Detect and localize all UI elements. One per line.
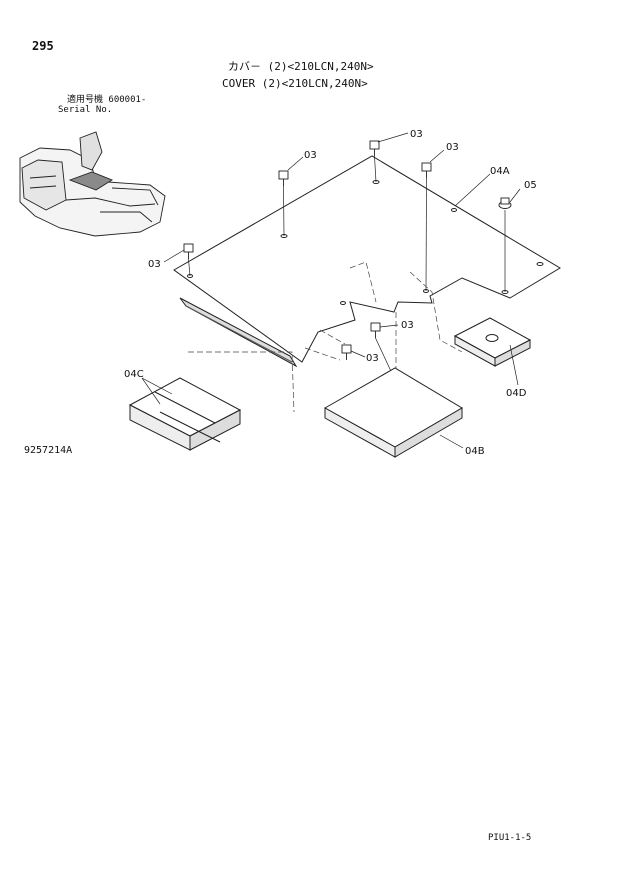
bolt-03-upper-right — [421, 162, 432, 178]
callout-03-mid: 03 — [401, 320, 414, 331]
footer-code: PIU1-1-5 — [488, 833, 532, 843]
callout-04C: 04C — [124, 369, 144, 380]
bolt-03-low — [341, 344, 352, 360]
leader-lines — [141, 132, 521, 449]
callout-04D: 04D — [506, 388, 527, 399]
callout-04A: 04A — [490, 166, 510, 177]
callout-03-left: 03 — [148, 259, 161, 270]
callout-03-upper-left: 03 — [304, 150, 317, 161]
title-english: COVER (2)<210LCN,240N> — [222, 77, 368, 90]
bolt-03-upper-left — [278, 170, 289, 186]
phantom-lines — [188, 261, 463, 413]
callout-05: 05 — [524, 180, 537, 191]
bolt-03-mid — [370, 322, 381, 338]
page-number: 295 — [32, 39, 54, 53]
floor-plate — [173, 155, 561, 368]
callout-03-top: 03 — [410, 129, 423, 140]
callout-03-low: 03 — [366, 353, 379, 364]
serial-label-english: Serial No. — [58, 105, 113, 115]
pad-04C — [128, 377, 242, 451]
pad-04B — [323, 367, 463, 458]
callout-04B: 04B — [465, 446, 485, 457]
serial-label-japanese: 適用号機 600001- — [67, 95, 147, 105]
pad-04D — [453, 317, 532, 367]
bolt-03-left — [183, 243, 194, 259]
bolt-03-top — [369, 140, 380, 156]
clip-05 — [498, 197, 512, 209]
callout-03-upper-right: 03 — [446, 142, 459, 153]
drawing-number: 9257214A — [24, 445, 73, 456]
machine-thumbnail — [19, 131, 166, 237]
title-japanese: カバ－ (2)<210LCN,240N> — [228, 60, 374, 73]
